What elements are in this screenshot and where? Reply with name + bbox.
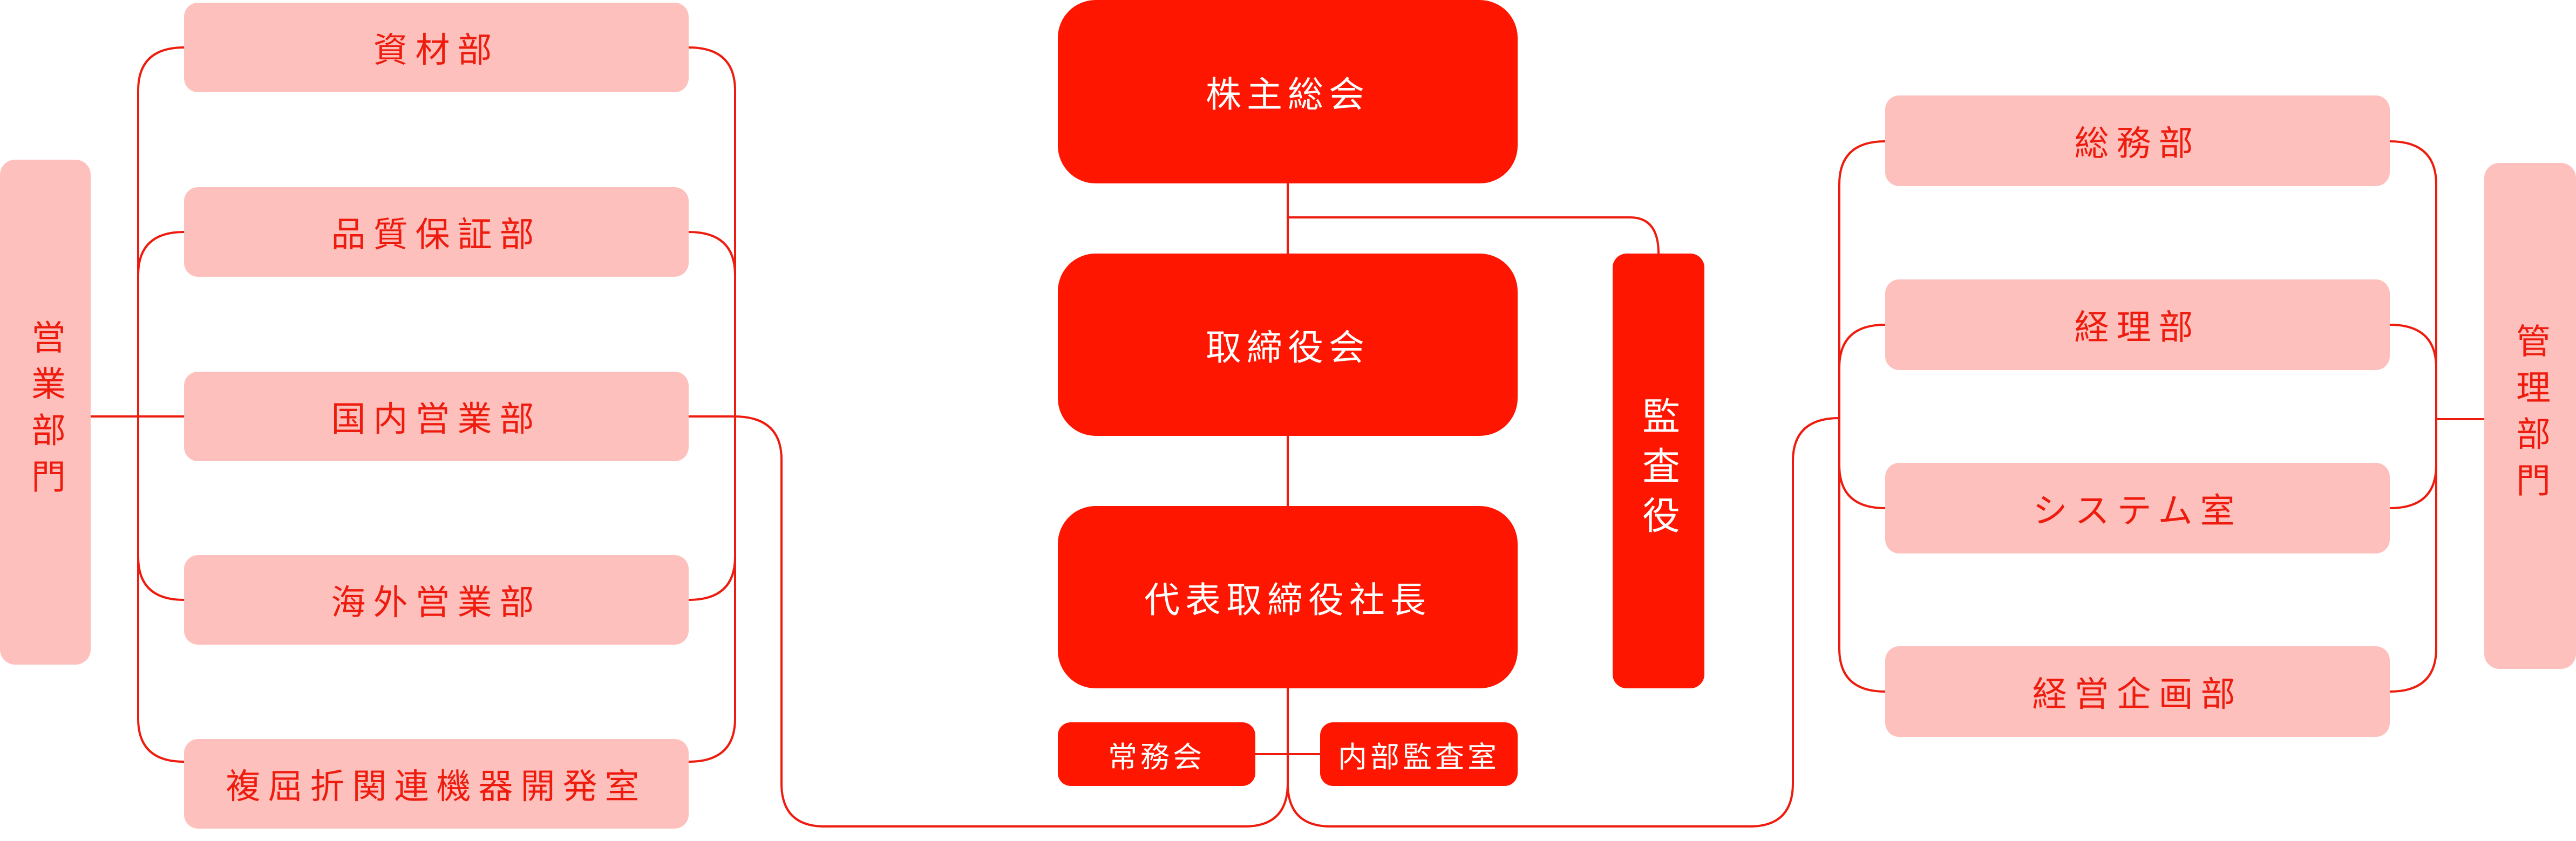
admin-division-box: 管理部門 <box>2484 163 2576 669</box>
admin-right-bracket-inner <box>2389 324 2437 509</box>
sales-to-president <box>689 415 1289 828</box>
dept-quality-assurance-label: 品質保証部 <box>331 215 542 255</box>
admin-to-president <box>1287 417 1840 828</box>
auditor-label: 監査役 <box>1636 396 1681 545</box>
dept-materials: 資材部 <box>184 3 689 92</box>
dept-general-affairs-label: 総務部 <box>2074 124 2201 164</box>
auditor-box: 監査役 <box>1613 254 1704 688</box>
dept-overseas-sales-label: 海外営業部 <box>331 583 542 623</box>
sales-right-bracket-outer <box>688 46 736 763</box>
president-label: 代表取締役社長 <box>1144 579 1431 621</box>
dept-systems: システム室 <box>1885 463 2390 553</box>
internal-audit-office-label: 内部監査室 <box>1338 740 1500 774</box>
dept-materials-label: 資材部 <box>373 31 500 71</box>
dept-general-affairs: 総務部 <box>1885 95 2390 186</box>
admin-inner-bracket <box>1838 324 1886 509</box>
board-of-directors-label: 取締役会 <box>1206 327 1370 368</box>
shareholders-meeting-label: 株主総会 <box>1206 74 1370 115</box>
executive-committee-box: 常務会 <box>1058 722 1255 786</box>
auditor-connector <box>1288 216 1660 254</box>
internal-audit-office-box: 内部監査室 <box>1320 722 1518 786</box>
dept-accounting-label: 経理部 <box>2074 308 2201 348</box>
dept-domestic-sales-label: 国内営業部 <box>331 400 542 440</box>
dept-systems-label: システム室 <box>2033 491 2242 531</box>
sales-division-label: 営業部門 <box>25 319 65 505</box>
shareholders-meeting-box: 株主総会 <box>1058 0 1518 183</box>
dept-overseas-sales: 海外営業部 <box>184 555 689 645</box>
dept-corporate-planning: 経営企画部 <box>1885 646 2390 737</box>
admin-outer-bracket <box>1838 140 1886 693</box>
admin-division-label: 管理部門 <box>2510 323 2550 509</box>
sales-division-box: 営業部門 <box>0 160 91 665</box>
board-of-directors-box: 取締役会 <box>1058 254 1518 436</box>
dept-corporate-planning-label: 経営企画部 <box>2032 675 2243 715</box>
dept-quality-assurance: 品質保証部 <box>184 187 689 277</box>
president-box: 代表取締役社長 <box>1058 506 1518 688</box>
dept-birefringence-dev-label: 複屈折関連機器開発室 <box>226 767 647 807</box>
dept-domestic-sales: 国内営業部 <box>184 372 689 461</box>
sales-outer-bracket <box>137 46 185 763</box>
dept-accounting: 経理部 <box>1885 279 2390 370</box>
dept-birefringence-dev: 複屈折関連機器開発室 <box>184 739 689 829</box>
executive-committee-label: 常務会 <box>1108 740 1205 774</box>
admin-right-bracket-outer <box>2389 140 2437 693</box>
